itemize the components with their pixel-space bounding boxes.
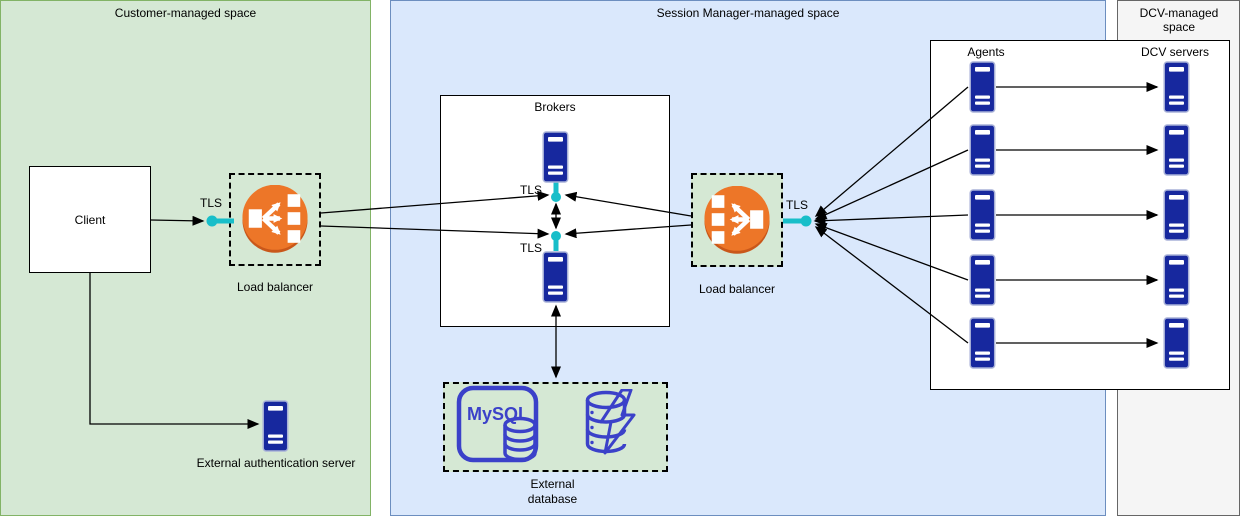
load-balancer-session-label: Load balancer xyxy=(698,282,776,296)
agent-server-icon xyxy=(969,189,996,241)
agent-server-icon xyxy=(969,254,996,306)
svg-text:MySQL: MySQL xyxy=(467,404,529,424)
external-database-label: External database xyxy=(527,477,578,506)
dcv-server-icon xyxy=(1163,61,1190,113)
dcv-servers-title: DCV servers xyxy=(1140,45,1209,59)
mysql-icon: MySQL xyxy=(456,385,539,463)
load-balancer-icon xyxy=(241,185,309,253)
agent-server-icon xyxy=(969,124,996,176)
customer-space-title: Customer-managed space xyxy=(114,6,257,20)
external-database-frame xyxy=(443,382,668,472)
database-lightning-icon xyxy=(585,389,636,455)
external-auth-server-icon xyxy=(262,400,289,452)
session-space-title: Session Manager-managed space xyxy=(656,6,840,20)
dcv-server-icon xyxy=(1163,254,1190,306)
external-auth-label: External authentication server xyxy=(196,456,356,470)
client-label: Client xyxy=(74,212,106,227)
client-box: Client xyxy=(29,166,151,273)
agents-title: Agents xyxy=(967,45,1005,59)
tls-label-lb2: TLS xyxy=(786,198,809,212)
broker-server-icon xyxy=(542,131,569,183)
dcv-server-icon xyxy=(1163,189,1190,241)
tls-label-client: TLS xyxy=(200,196,223,210)
agent-server-icon xyxy=(969,61,996,113)
dcv-server-icon xyxy=(1163,124,1190,176)
agent-server-icon xyxy=(969,317,996,369)
load-balancer-icon xyxy=(703,186,771,254)
dcv-space-title: DCV-managed space xyxy=(1139,6,1219,35)
tls-label-broker2: TLS xyxy=(520,241,543,255)
load-balancer-customer-label: Load balancer xyxy=(236,280,314,294)
brokers-title: Brokers xyxy=(534,100,576,114)
tls-label-broker1: TLS xyxy=(520,183,543,197)
broker-server-icon xyxy=(542,251,569,303)
dcv-server-icon xyxy=(1163,317,1190,369)
